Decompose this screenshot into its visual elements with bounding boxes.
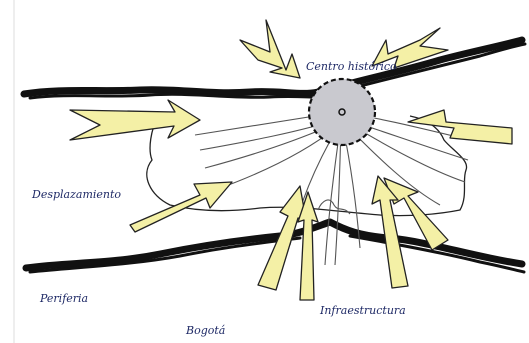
label-city: Bogotá: [185, 324, 225, 337]
label-displacement: Desplazamiento: [31, 188, 121, 201]
label-infrastructure: Infraestructura: [319, 304, 406, 317]
label-periphery: Periferia: [39, 292, 88, 305]
historic-center-circle: [309, 79, 375, 145]
label-historic-center: Centro histórico: [306, 60, 397, 73]
